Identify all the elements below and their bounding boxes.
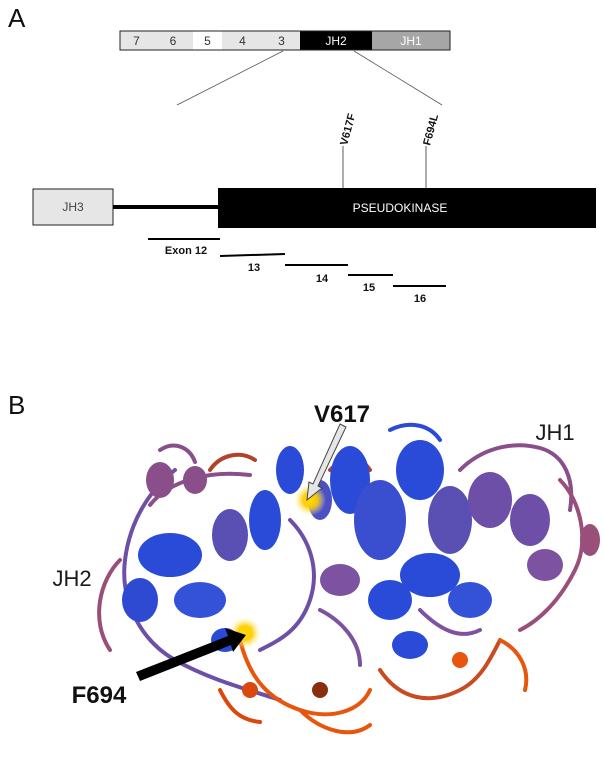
exon-15-label: 15 xyxy=(363,282,375,294)
jh1-label: JH1 xyxy=(535,420,574,445)
exon-13-line xyxy=(219,253,286,257)
domain-bar-segment-5 xyxy=(193,31,222,50)
exon-13-label: 13 xyxy=(248,262,260,274)
domain-bar-label-3: 3 xyxy=(278,34,285,48)
pseudokinase-domain-box xyxy=(218,188,596,228)
domain-bar-segment-3 xyxy=(263,31,300,50)
mutation-label-v617f: V617F xyxy=(338,112,358,147)
v617-highlight-marker xyxy=(294,484,326,516)
panel-a-letter: A xyxy=(8,3,26,33)
panel-a: A 7 6 5 4 3 JH2 JH1 JH3 PSEUDOKINASE V617F F69… xyxy=(8,3,596,305)
exon-12-label: Exon 12 xyxy=(165,245,207,257)
protein-structure-render xyxy=(97,422,600,735)
f694-label: F694 xyxy=(72,682,127,709)
panel-b: B xyxy=(8,390,600,735)
exon-14-label: 14 xyxy=(316,273,329,285)
pseudokinase-label: PSEUDOKINASE xyxy=(353,201,448,215)
domain-bar-segment-6 xyxy=(153,31,193,50)
v617-arrow-icon xyxy=(306,423,347,502)
exon-16-label: 16 xyxy=(414,293,426,305)
zoom-line-right xyxy=(353,50,443,106)
domain-bar-label-5: 5 xyxy=(204,34,211,48)
domain-bar: 7 6 5 4 3 JH2 JH1 xyxy=(119,30,451,51)
domain-bar-segment-jh1 xyxy=(372,31,450,50)
panel-b-letter: B xyxy=(8,390,25,420)
domain-bar-segment-7 xyxy=(120,31,153,50)
jh3-label: JH3 xyxy=(62,200,84,214)
v617-label: V617 xyxy=(314,401,370,428)
domain-bar-label-jh1: JH1 xyxy=(400,34,422,48)
mutation-label-f694l: F694L xyxy=(421,113,441,147)
domain-bar-label-4: 4 xyxy=(239,34,246,48)
zoom-line-left xyxy=(176,50,284,106)
domain-bar-label-6: 6 xyxy=(170,34,177,48)
domain-bar-segment-4 xyxy=(222,31,263,50)
domain-bar-label-jh2: JH2 xyxy=(325,34,347,48)
domain-bar-label-7: 7 xyxy=(133,34,140,48)
domain-bar-segment-jh2 xyxy=(300,31,372,50)
jh2-label: JH2 xyxy=(52,566,91,591)
domain-bar-border xyxy=(119,30,451,51)
f694-arrow-icon xyxy=(136,628,246,681)
